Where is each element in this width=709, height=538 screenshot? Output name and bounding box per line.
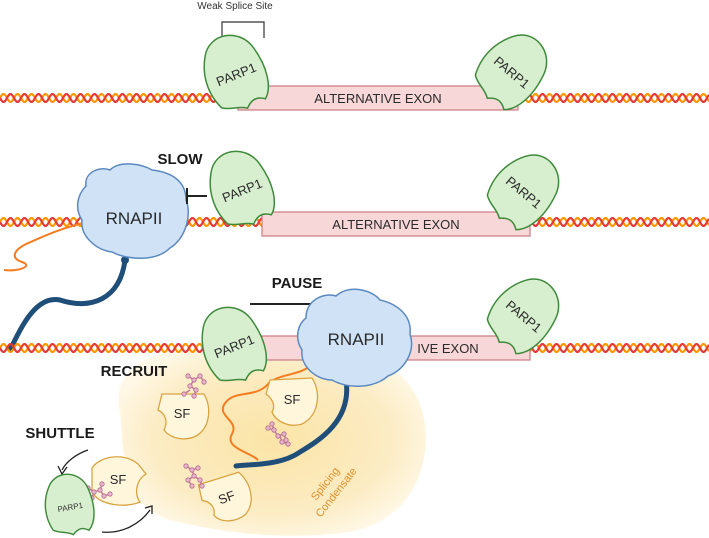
- par-bead: [285, 441, 291, 447]
- par-bead: [191, 393, 197, 399]
- alternative-exon-label: ALTERNATIVE EXON: [332, 217, 459, 232]
- rnapii-complex: RNAPII: [296, 288, 413, 387]
- recruit-label: RECRUIT: [101, 363, 168, 380]
- svg-text:RNAPII: RNAPII: [106, 209, 163, 228]
- slow-label: SLOW: [158, 151, 204, 168]
- weak-splice-site-bracket: [221, 21, 265, 38]
- par-bead: [101, 493, 107, 499]
- splicing-factor: SF: [197, 471, 252, 522]
- par-bead: [193, 387, 199, 393]
- parp1-protein: PARP1: [464, 20, 561, 119]
- row-2: ALTERNATIVE EXON RNAPII SLOW PARP1 PARP1: [0, 140, 709, 353]
- svg-text:SF: SF: [284, 392, 301, 407]
- par-bead: [271, 427, 277, 433]
- rnapii-ctd-tail: [7, 257, 128, 353]
- par-bead: [197, 477, 203, 483]
- svg-text:RNAPII: RNAPII: [328, 330, 385, 349]
- par-bead: [201, 379, 207, 385]
- weak-splice-site-label: Weak Splice Site: [197, 1, 273, 12]
- nascent-rna: [3, 221, 89, 272]
- par-bead: [185, 477, 191, 483]
- ctd-anchor: [121, 256, 129, 264]
- par-bead: [91, 489, 97, 495]
- inhibition-symbol: [186, 188, 207, 204]
- par-bead: [181, 391, 187, 397]
- par-bead: [187, 383, 193, 389]
- svg-text:SF: SF: [110, 472, 127, 487]
- rnapii-ctd-tail: [233, 377, 350, 469]
- shuttle-arrowhead: [144, 505, 153, 514]
- splicing-factor: SF: [157, 393, 210, 440]
- alternative-exon-box: [237, 85, 519, 111]
- splicing-factor: SF: [265, 377, 319, 426]
- alternative-exon-label: ALTERNATIVE EXON: [314, 91, 441, 106]
- parp1-protein: PARP1: [191, 25, 277, 120]
- par-bead: [197, 373, 203, 379]
- parp1-protein: PARP1: [39, 469, 99, 538]
- alternative-exon-label: IVE EXON: [417, 341, 478, 356]
- par-bead: [185, 373, 191, 379]
- svg-text:PARP1: PARP1: [57, 501, 84, 514]
- par-bead: [97, 487, 103, 493]
- par-bead: [183, 463, 189, 469]
- pause-label: PAUSE: [272, 275, 323, 292]
- shuttle-arrow-out: [61, 449, 89, 471]
- parp1-protein: PARP1: [476, 140, 573, 239]
- par-bead: [191, 377, 197, 383]
- par-bead: [199, 483, 205, 489]
- shuttle-label: SHUTTLE: [25, 425, 94, 442]
- par-bead: [275, 433, 281, 439]
- par-bead: [189, 467, 195, 473]
- parp1-protein: PARP1: [189, 297, 275, 392]
- par-bead: [107, 491, 113, 497]
- par-bead: [269, 421, 275, 427]
- svg-text:SF: SF: [216, 488, 237, 508]
- par-bead: [189, 483, 195, 489]
- shuttle-arrow-in: [101, 509, 151, 533]
- rnapii-complex: RNAPII: [76, 163, 190, 259]
- parp1-protein: PARP1: [197, 141, 283, 236]
- parp1-protein: PARP1: [476, 264, 573, 363]
- par-bead: [265, 425, 271, 431]
- par-bead: [191, 473, 197, 479]
- shuttle-arrowhead: [57, 465, 68, 476]
- par-bead: [279, 439, 285, 445]
- par-bead: [99, 481, 105, 487]
- par-bead: [281, 431, 287, 437]
- par-beads: [85, 373, 291, 501]
- svg-text:SF: SF: [174, 406, 191, 421]
- splicing-factor: SF: [91, 456, 147, 506]
- par-bead: [195, 465, 201, 471]
- par-bead: [283, 437, 289, 443]
- nascent-rna: [222, 359, 319, 461]
- row-1: ALTERNATIVE EXON Weak Splice Site PARP1 …: [0, 1, 709, 120]
